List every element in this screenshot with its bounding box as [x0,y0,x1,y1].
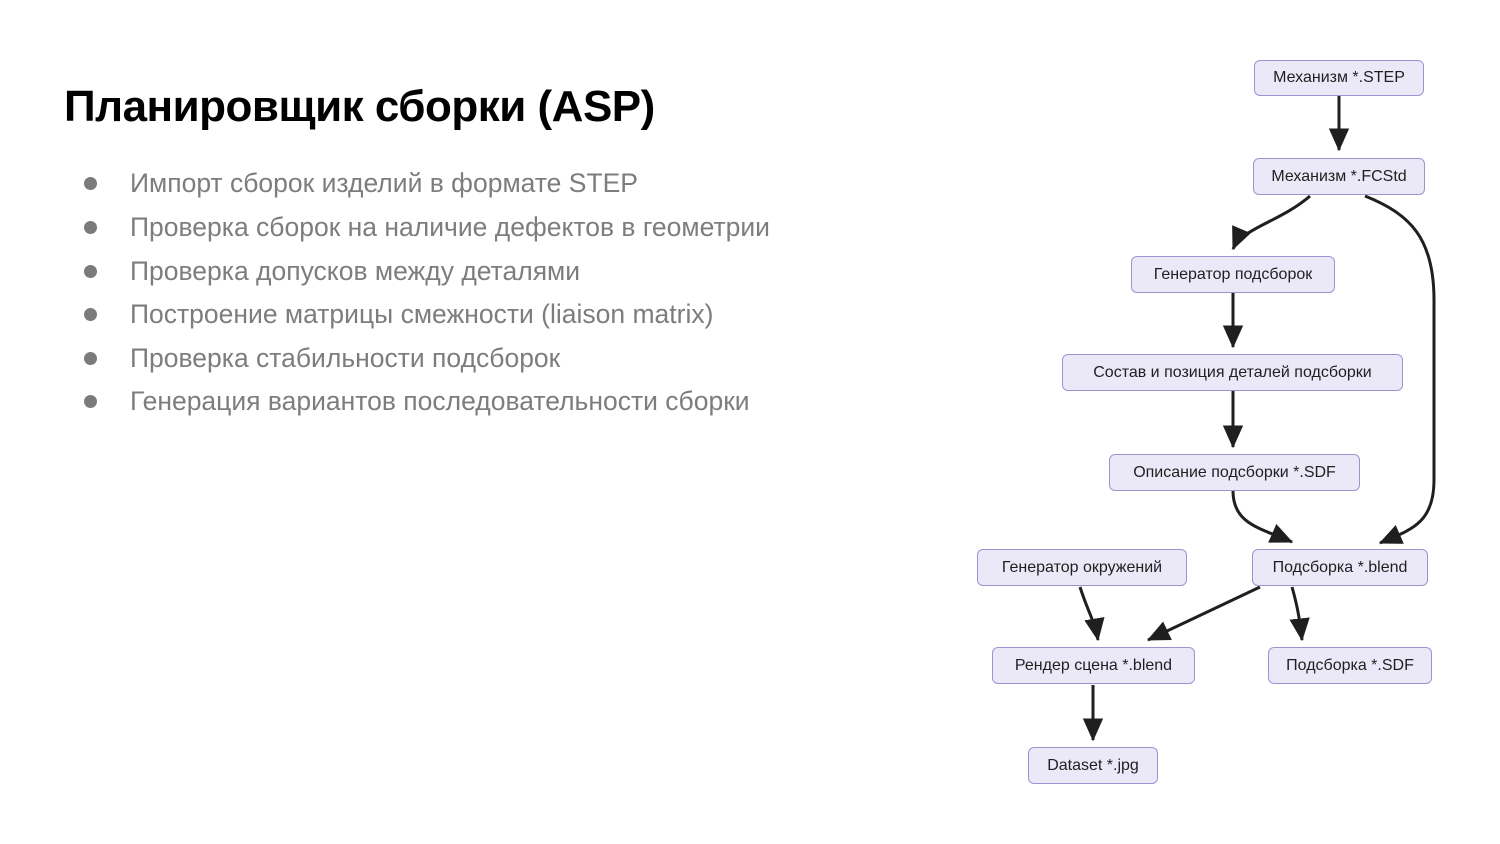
bullet-dot-icon [84,308,97,322]
edge-sub-blend-to-render [1146,585,1261,642]
pipeline-flowchart: Механизм *.STEP Механизм *.FCStd Генерат… [940,0,1500,844]
list-item-label: Проверка стабильности подсборок [130,342,561,373]
list-item-label: Построение матрицы смежности (liaison ma… [130,299,714,330]
flow-node-sub-blend[interactable]: Подсборка *.blend [1252,549,1428,586]
edge-desc-sdf-to-sub-blend [1231,490,1294,544]
flow-node-gen-sub[interactable]: Генератор подсборок [1131,256,1335,293]
edge-sub-blend-to-sub-sdf [1289,586,1310,642]
flow-node-fcstd[interactable]: Механизм *.FCStd [1253,158,1425,195]
list-item: Проверка допусков между деталями [64,253,884,291]
flow-node-step[interactable]: Механизм *.STEP [1254,60,1424,96]
edge-fcstd-to-gen-sub [1231,194,1311,251]
flow-node-dataset[interactable]: Dataset *.jpg [1028,747,1158,784]
list-item: Генерация вариантов последовательности с… [64,383,884,421]
content-pane: Планировщик сборки (ASP) Импорт сборок и… [64,82,884,427]
flow-node-desc-sdf[interactable]: Описание подсборки *.SDF [1109,454,1360,491]
flow-node-composition[interactable]: Состав и позиция деталей подсборки [1062,354,1403,391]
list-item-label: Проверка допусков между деталями [130,255,581,286]
list-item: Проверка стабильности подсборок [64,340,884,378]
feature-bullet-list: Импорт сборок изделий в формате STEP Про… [64,165,884,421]
list-item-label: Генерация вариантов последовательности с… [130,386,750,417]
bullet-dot-icon [84,395,97,409]
list-item: Построение матрицы смежности (liaison ma… [64,296,884,334]
bullet-dot-icon [84,351,97,365]
flow-node-gen-env[interactable]: Генератор окружений [977,549,1187,586]
list-item-label: Проверка сборок на наличие дефектов в ге… [130,211,770,242]
edge-fcstd-to-sub-blend [1364,194,1436,545]
edge-gen-env-to-render [1078,586,1105,642]
bullet-dot-icon [84,177,97,191]
page-title: Планировщик сборки (ASP) [64,82,655,131]
list-item-label: Импорт сборок изделий в формате STEP [130,168,638,199]
flow-node-sub-sdf[interactable]: Подсборка *.SDF [1268,647,1432,684]
bullet-dot-icon [84,264,97,278]
flowchart-edges [1078,96,1436,742]
flow-node-render[interactable]: Рендер сцена *.blend [992,647,1195,684]
list-item: Проверка сборок на наличие дефектов в ге… [64,209,884,247]
bullet-dot-icon [84,220,97,234]
list-item: Импорт сборок изделий в формате STEP [64,165,884,203]
